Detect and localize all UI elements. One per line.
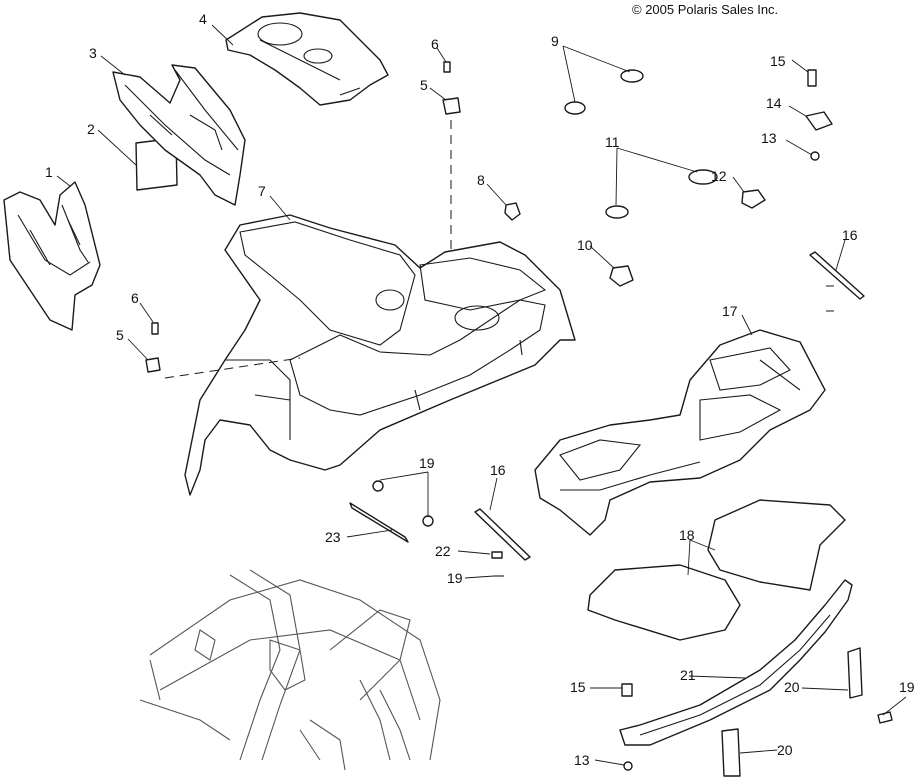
callout-3: 3 [89,45,97,61]
callout-7: 7 [258,183,266,199]
frame-ghost [139,569,441,771]
callout-11: 11 [605,134,620,150]
callout-23: 23 [325,529,341,545]
callout-8: 8 [477,172,485,188]
callout-6: 6 [131,290,139,306]
callout-19: 19 [447,570,463,586]
callout-20: 20 [777,742,793,758]
part-18-mats [587,499,846,641]
part-3-side-panel [112,64,246,206]
callout-4: 4 [199,11,207,27]
callout-13: 13 [761,130,777,146]
copyright-notice: © 2005 Polaris Sales Inc. [632,2,778,17]
callout-15: 15 [770,53,786,69]
part-21-bumper [619,579,853,746]
callout-5: 5 [116,327,124,343]
callout-13: 13 [574,752,590,768]
leader-lines [56,24,907,766]
callout-22: 22 [435,543,451,559]
callout-14: 14 [766,95,782,111]
callout-17: 17 [722,303,738,319]
callout-15: 15 [570,679,586,695]
callout-19: 19 [419,455,435,471]
callout-numbers: 1 2 3 4 5 5 6 6 7 8 9 10 11 12 13 13 14 … [45,11,915,768]
callout-5: 5 [420,77,428,93]
callout-2: 2 [87,121,95,137]
part-1-left-side-panel [3,181,101,331]
callout-9: 9 [551,33,559,49]
callout-12: 12 [711,168,727,184]
callout-18: 18 [679,527,695,543]
callout-20: 20 [784,679,800,695]
callout-19: 19 [899,679,915,695]
part-4-top-cover [225,12,389,106]
callout-21: 21 [680,667,696,683]
part-7-rear-body [184,214,576,496]
alignment-lines [164,120,452,379]
callout-6: 6 [431,36,439,52]
callout-16: 16 [842,227,858,243]
part-17-front-rack [534,329,826,536]
callout-16: 16 [490,462,506,478]
callout-1: 1 [45,164,53,180]
callout-10: 10 [577,237,593,253]
